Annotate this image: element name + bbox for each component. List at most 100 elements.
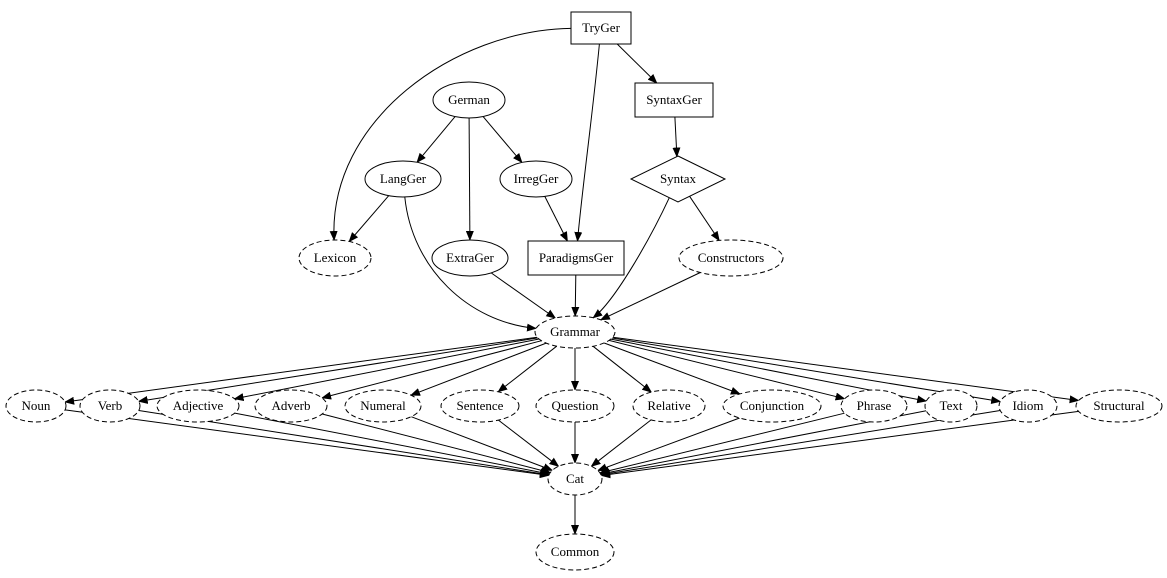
node-label-Numeral: Numeral (360, 398, 406, 413)
node-shape-German (432, 81, 506, 119)
node-label-Conjunction: Conjunction (740, 398, 805, 413)
node-Constructors: Constructors (678, 239, 784, 277)
edge-LangGer-Lexicon (348, 195, 390, 243)
edge-Grammar-Structural (612, 336, 1080, 404)
edge-Idiom-Cat (600, 410, 1001, 478)
node-Lexicon: Lexicon (298, 239, 372, 277)
node-Question: Question (535, 389, 615, 423)
node-shape-Constructors (678, 239, 784, 277)
edge-Grammar-Sentence (497, 345, 558, 393)
edge-Grammar-Conjunction (604, 342, 741, 395)
node-shape-Text (924, 389, 978, 423)
node-shape-LangGer (364, 160, 442, 198)
edge-TryGer-SyntaxGer (616, 43, 658, 84)
edge-LangGer-Grammar (404, 196, 537, 332)
node-Structural: Structural (1075, 389, 1163, 423)
node-label-German: German (448, 92, 490, 107)
node-label-TryGer: TryGer (582, 20, 620, 35)
node-IrregGer: IrregGer (499, 160, 573, 198)
node-Common: Common (535, 533, 615, 571)
node-shape-Phrase (840, 389, 908, 423)
node-label-SyntaxGer: SyntaxGer (646, 92, 702, 107)
node-label-Adjective: Adjective (173, 398, 224, 413)
edge-Sentence-Cat (498, 419, 560, 467)
edge-Syntax-Grammar (592, 197, 670, 319)
edge-SyntaxGer-Syntax (672, 116, 681, 158)
node-label-Adverb: Adverb (272, 398, 311, 413)
edge-ParadigmsGer-Grammar (571, 274, 580, 317)
node-label-Noun: Noun (22, 398, 51, 413)
node-shape-Adjective (156, 389, 240, 423)
node-Relative: Relative (632, 389, 706, 423)
node-shape-Relative (632, 389, 706, 423)
edge-Grammar-Numeral (410, 342, 547, 396)
edge-German-IrregGer (482, 116, 523, 164)
node-shape-Conjunction (722, 389, 822, 423)
node-label-Grammar: Grammar (550, 324, 600, 339)
node-label-Common: Common (551, 544, 600, 559)
node-label-Idiom: Idiom (1012, 398, 1043, 413)
edge-Grammar-Adjective (233, 338, 540, 401)
node-Phrase: Phrase (840, 389, 908, 423)
node-TryGer: TryGer (570, 11, 632, 45)
node-shape-Syntax (629, 155, 727, 203)
edge-TryGer-Lexicon (329, 27, 572, 241)
edge-Noun-Cat (65, 409, 550, 479)
node-shape-SyntaxGer (634, 82, 714, 118)
node-shape-Adverb (254, 389, 328, 423)
node-LangGer: LangGer (364, 160, 442, 198)
node-label-IrregGer: IrregGer (514, 171, 559, 186)
edge-German-LangGer (416, 116, 456, 164)
edge-Grammar-Idiom (611, 337, 1002, 404)
node-label-Constructors: Constructors (698, 250, 764, 265)
node-label-Relative: Relative (647, 398, 691, 413)
node-Syntax: Syntax (629, 155, 727, 203)
edge-Numeral-Cat (411, 416, 554, 471)
node-SyntaxGer: SyntaxGer (634, 82, 714, 118)
node-Conjunction: Conjunction (722, 389, 822, 423)
node-shape-ExtraGer (431, 239, 509, 277)
node-label-Lexicon: Lexicon (314, 250, 357, 265)
edge-Phrase-Cat (599, 412, 845, 475)
node-shape-IrregGer (499, 160, 573, 198)
node-Verb: Verb (79, 389, 141, 423)
node-label-ParadigmsGer: ParadigmsGer (539, 250, 614, 265)
node-label-Syntax: Syntax (660, 171, 697, 186)
node-shape-Cat (547, 462, 603, 496)
node-shape-Sentence (440, 389, 520, 423)
edge-Syntax-Constructors (689, 196, 720, 242)
node-shape-Verb (79, 389, 141, 423)
node-ParadigmsGer: ParadigmsGer (527, 240, 625, 276)
node-Grammar: Grammar (534, 315, 616, 349)
node-Cat: Cat (547, 462, 603, 496)
node-shape-ParadigmsGer (527, 240, 625, 276)
node-label-ExtraGer: ExtraGer (446, 250, 494, 265)
node-shape-Question (535, 389, 615, 423)
node-shape-Common (535, 533, 615, 571)
edge-ExtraGer-Grammar (490, 272, 557, 319)
node-label-Question: Question (552, 398, 599, 413)
node-ExtraGer: ExtraGer (431, 239, 509, 277)
node-Adjective: Adjective (156, 389, 240, 423)
node-shape-Lexicon (298, 239, 372, 277)
edges-layer (64, 27, 1080, 535)
edge-Adverb-Cat (322, 413, 552, 475)
node-Text: Text (924, 389, 978, 423)
edge-Grammar-Relative (592, 345, 653, 393)
node-shape-Structural (1075, 389, 1163, 423)
node-German: German (432, 81, 506, 119)
node-label-Verb: Verb (98, 398, 123, 413)
node-shape-Grammar (534, 315, 616, 349)
edge-Adjective-Cat (234, 412, 551, 477)
node-shape-Noun (5, 389, 67, 423)
node-label-Structural: Structural (1093, 398, 1145, 413)
node-Noun: Noun (5, 389, 67, 423)
node-shape-Idiom (998, 389, 1058, 423)
node-Adverb: Adverb (254, 389, 328, 423)
node-Sentence: Sentence (440, 389, 520, 423)
edge-Structural-Cat (600, 410, 1079, 479)
node-shape-Numeral (344, 389, 422, 423)
